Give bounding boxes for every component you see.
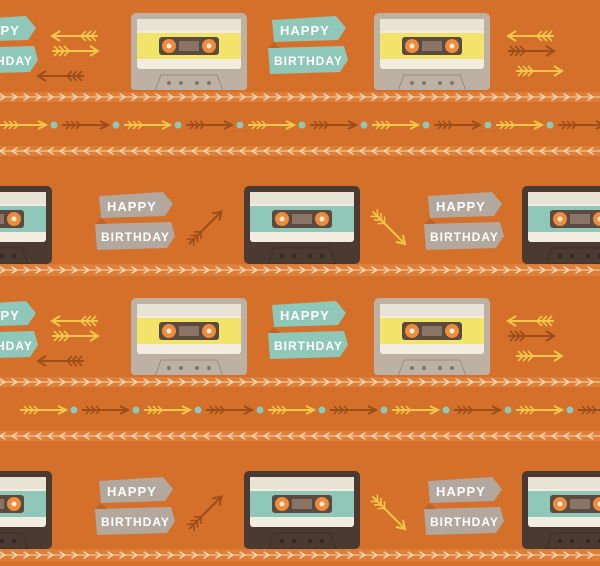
- arrow-icon: [183, 205, 232, 254]
- banner-line-birthday: BIRTHDAY: [274, 339, 343, 353]
- banner-line-birthday: BIRTHDAY: [0, 339, 33, 353]
- cassette-tape-icon: [0, 471, 52, 554]
- banner-line-happy: HAPPY: [280, 23, 330, 38]
- chevron-stripe-thin: [0, 258, 600, 282]
- happy-birthday-banner: HAPPY BIRTHDAY: [422, 475, 506, 552]
- happy-birthday-banner: HAPPY BIRTHDAY: [93, 190, 177, 267]
- happy-birthday-banner: HAPPY BIRTHDAY: [266, 299, 350, 376]
- happy-birthday-banner: HAPPY BIRTHDAY: [422, 190, 506, 267]
- cassette-tape-icon: [0, 186, 52, 269]
- arrow-icon: [506, 44, 556, 63]
- chevron-stripe-band: [0, 90, 600, 160]
- cassette-tape-icon: [374, 13, 490, 96]
- cassette-tape-icon: [374, 298, 490, 381]
- banner-line-happy: HAPPY: [107, 484, 157, 499]
- arrow-icon: [183, 490, 232, 539]
- banner-line-birthday: BIRTHDAY: [274, 54, 343, 68]
- banner-line-birthday: BIRTHDAY: [430, 230, 499, 244]
- arrow-icon: [50, 44, 100, 63]
- happy-birthday-banner: HAPPY BIRTHDAY: [93, 475, 177, 552]
- arrow-icon: [36, 64, 86, 83]
- banner-line-happy: HAPPY: [280, 308, 330, 323]
- banner-line-happy: HAPPY: [107, 199, 157, 214]
- arrow-icon: [506, 309, 556, 328]
- arrow-icon: [506, 24, 556, 43]
- cassette-tape-icon: [244, 471, 360, 554]
- cassette-tape-icon: [131, 13, 247, 96]
- banner-line-birthday: BIRTHDAY: [0, 54, 33, 68]
- chevron-stripe-thin: [0, 543, 600, 566]
- arrow-icon: [514, 349, 564, 368]
- banner-line-birthday: BIRTHDAY: [101, 515, 170, 529]
- happy-birthday-banner: HAPPY BIRTHDAY: [0, 299, 40, 376]
- arrow-icon: [50, 329, 100, 348]
- happy-birthday-banner: HAPPY BIRTHDAY: [266, 14, 350, 91]
- arrow-icon: [506, 329, 556, 348]
- arrow-icon: [363, 490, 412, 539]
- banner-line-happy: HAPPY: [436, 484, 486, 499]
- arrow-icon: [50, 24, 100, 43]
- cassette-tape-icon: [522, 186, 600, 269]
- banner-line-birthday: BIRTHDAY: [101, 230, 170, 244]
- banner-line-happy: HAPPY: [0, 23, 20, 38]
- cassette-tape-icon: [244, 186, 360, 269]
- cassette-tape-icon: [522, 471, 600, 554]
- arrow-icon: [50, 309, 100, 328]
- banner-line-happy: HAPPY: [436, 199, 486, 214]
- arrow-icon: [363, 205, 412, 254]
- chevron-stripe-band: [0, 375, 600, 445]
- banner-line-birthday: BIRTHDAY: [430, 515, 499, 529]
- cassette-tape-icon: [131, 298, 247, 381]
- banner-line-happy: HAPPY: [0, 308, 20, 323]
- happy-birthday-banner: HAPPY BIRTHDAY: [0, 14, 40, 91]
- arrow-icon: [514, 64, 564, 83]
- arrow-icon: [36, 349, 86, 368]
